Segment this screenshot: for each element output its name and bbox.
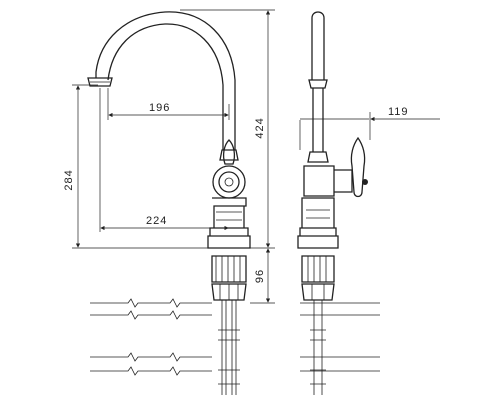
side-mounting-nut: [301, 283, 335, 301]
side-supply-hose: [313, 300, 323, 395]
side-counter-lines: [300, 302, 380, 372]
side-base-column: [297, 197, 339, 249]
handle-hub-outer: [212, 165, 246, 199]
side-lever: [350, 136, 366, 198]
dim-label-119: 119: [388, 106, 409, 118]
base-column: [207, 197, 251, 249]
counter-top-line: [90, 298, 212, 308]
body-upper: [219, 149, 239, 161]
side-body: [307, 151, 329, 163]
dim-label-96: 96: [254, 269, 266, 283]
spout-inner: [107, 23, 224, 150]
side-view: 119: [297, 11, 440, 395]
dim-label-224: 224: [146, 215, 167, 227]
supply-hose-right: [231, 300, 237, 395]
supply-hose-left: [221, 300, 227, 395]
dim-label-424: 424: [254, 117, 266, 138]
handle-hub-inner: [218, 171, 240, 193]
mounting-nut: [211, 283, 247, 301]
spout-outer: [95, 11, 236, 150]
shank: [211, 255, 247, 283]
side-spout-tube: [311, 11, 325, 80]
counter-bottom-line: [90, 310, 212, 320]
dim-label-284: 284: [63, 169, 75, 190]
cabinet-top-line: [90, 352, 212, 362]
aerator-nozzle: [87, 77, 113, 87]
lever-handle: [222, 139, 236, 165]
front-view: 196 224 284 424 96: [63, 9, 275, 395]
side-shank: [301, 255, 335, 283]
cabinet-bottom-line: [90, 366, 212, 376]
dim-label-196: 196: [149, 102, 170, 114]
